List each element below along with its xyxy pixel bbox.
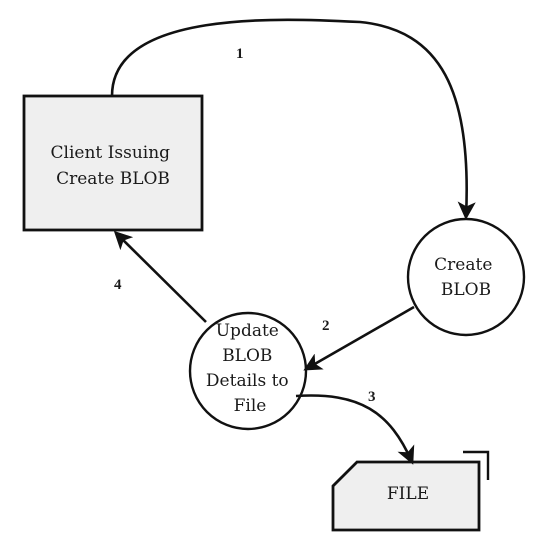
create-blob-circle (406, 217, 526, 337)
file-shape (331, 460, 481, 532)
update-blob-label-line-3: Details to (206, 371, 289, 391)
edge-1-arrow (110, 18, 476, 221)
update-blob-label-line-2: BLOB (222, 346, 272, 366)
edge-3-arrow (295, 394, 415, 465)
create-blob-node: Create BLOB (406, 217, 526, 337)
client-label: Client Issuing Create BLOB (51, 143, 176, 189)
client-label-line-1: Client Issuing (51, 143, 171, 163)
client-box (22, 94, 204, 232)
edge-3-label: 3 (368, 389, 376, 405)
update-blob-label: Update BLOB Details to File (206, 321, 294, 416)
file-label: FILE (387, 484, 429, 504)
create-blob-label-line-1: Create (434, 255, 492, 275)
client-node: Client Issuing Create BLOB (22, 94, 204, 232)
create-blob-label-line-2: BLOB (441, 280, 491, 300)
edge-1-label: 1 (236, 46, 244, 62)
update-blob-label-line-1: Update (216, 321, 279, 341)
client-label-line-2: Create BLOB (56, 169, 170, 189)
edge-4-label: 4 (114, 277, 122, 293)
update-blob-circle (188, 311, 308, 431)
edge-2-arrow (303, 305, 415, 371)
update-blob-node: Update BLOB Details to File (188, 311, 308, 431)
edge-4-arrow (113, 230, 207, 323)
create-blob-label: Create BLOB (434, 255, 498, 300)
update-blob-label-line-4: File (234, 396, 267, 416)
edge-2-label: 2 (322, 318, 330, 334)
file-corner-bracket (463, 450, 490, 480)
file-node: FILE (331, 450, 490, 532)
